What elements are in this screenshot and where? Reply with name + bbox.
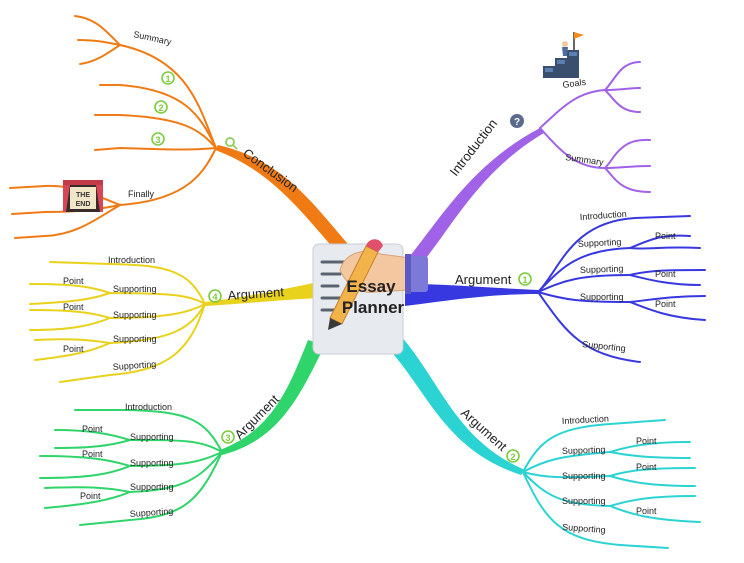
branch-label-argument-4[interactable]: Argument [227,284,285,303]
argument-1-sub-branches [537,215,706,363]
leaf-argument1-point-3[interactable]: Point [655,299,676,309]
svg-text:4: 4 [212,292,217,302]
center-node[interactable]: Essay Planner [312,239,428,355]
leaf-argument4-supporting-1[interactable]: Supporting [113,284,157,294]
svg-text:2: 2 [158,103,163,113]
conclusion-badge-1[interactable]: 1 [161,71,175,85]
leaf-argument2-point-2[interactable]: Point [636,462,657,472]
leaf-argument2-supporting-1[interactable]: Supporting [562,444,606,456]
leaf-argument1-supporting-1[interactable]: Supporting [578,237,622,249]
introduction-sub-branches [539,61,651,193]
branch-label-conclusion[interactable]: Conclusion [240,145,301,195]
argument-4-sub-branches [29,261,206,383]
leaf-argument1-supporting-4[interactable]: Supporting [582,339,626,353]
number-badge-3: 3 [221,430,235,444]
leaf-argument3-supporting-3[interactable]: Supporting [130,482,174,492]
leaf-conclusion-finally[interactable]: Finally [128,189,155,199]
document-lines [320,260,347,312]
leaf-argument2-supporting-3[interactable]: Supporting [562,496,606,506]
leaf-argument1-introduction[interactable]: Introduction [579,209,627,222]
leaf-argument4-introduction[interactable]: Introduction [108,255,155,265]
leaf-argument4-supporting-4[interactable]: Supporting [112,359,156,372]
leaf-argument2-introduction[interactable]: Introduction [562,414,609,426]
leaf-argument4-supporting-3[interactable]: Supporting [113,334,157,344]
branch-argument-4 [205,282,318,306]
number-badge-2: 2 [506,449,520,463]
svg-text:1: 1 [165,74,170,84]
branch-label-argument-1[interactable]: Argument [455,272,512,287]
conclusion-badge-3[interactable]: 3 [151,132,165,146]
number-badge-1: 1 [518,272,532,286]
leaf-argument4-point-1[interactable]: Point [63,276,84,286]
leaf-argument4-point-2[interactable]: Point [63,302,84,312]
leaf-argument1-supporting-2[interactable]: Supporting [580,263,624,275]
branch-argument-2 [388,335,525,475]
svg-text:1: 1 [522,275,527,285]
argument-2-sub-branches [522,419,701,549]
svg-text:?: ? [514,117,520,128]
leaf-conclusion-summary[interactable]: Summary [133,29,173,47]
branch-argument-3 [220,340,325,455]
leaf-argument3-point-2[interactable]: Point [82,449,103,459]
leaf-argument1-point-1[interactable]: Point [655,231,676,241]
leaf-introduction-goals[interactable]: Goals [562,77,587,90]
leaf-argument3-point-3[interactable]: Point [80,491,101,501]
leaf-argument4-point-3[interactable]: Point [63,344,84,354]
leaf-argument3-introduction[interactable]: Introduction [125,402,172,412]
number-badge-4: 4 [208,289,222,303]
leaf-argument1-supporting-3[interactable]: Supporting [580,292,624,302]
leaf-argument3-point-1[interactable]: Point [82,424,103,434]
leaf-argument2-supporting-2[interactable]: Supporting [562,471,606,481]
question-mark-icon: ? [510,114,524,128]
leaf-argument4-supporting-2[interactable]: Supporting [113,310,157,320]
conclusion-sub-branches [9,15,217,239]
leaf-argument2-point-1[interactable]: Point [636,436,657,446]
leaf-argument3-supporting-1[interactable]: Supporting [130,432,174,442]
svg-text:2: 2 [510,452,515,462]
leaf-argument3-supporting-2[interactable]: Supporting [130,458,174,468]
hand-writing-document-icon [328,239,428,330]
svg-text:3: 3 [225,433,230,443]
center-title-line1: Essay [346,277,396,296]
magnifier-icon [225,137,238,150]
leaf-argument2-point-3[interactable]: Point [636,506,657,516]
flag-on-stairs-icon [543,32,584,78]
center-title-line2: Planner [342,298,405,317]
branch-argument-1 [405,284,538,306]
leaf-argument2-supporting-4[interactable]: Supporting [562,522,606,535]
branch-conclusion [215,145,348,250]
leaf-argument3-supporting-4[interactable]: Supporting [129,506,173,519]
branch-introduction [405,128,544,268]
conclusion-badge-2[interactable]: 2 [154,100,168,114]
argument-3-sub-branches [39,409,223,526]
leaf-argument1-point-2[interactable]: Point [655,269,676,279]
svg-text:3: 3 [155,135,160,145]
